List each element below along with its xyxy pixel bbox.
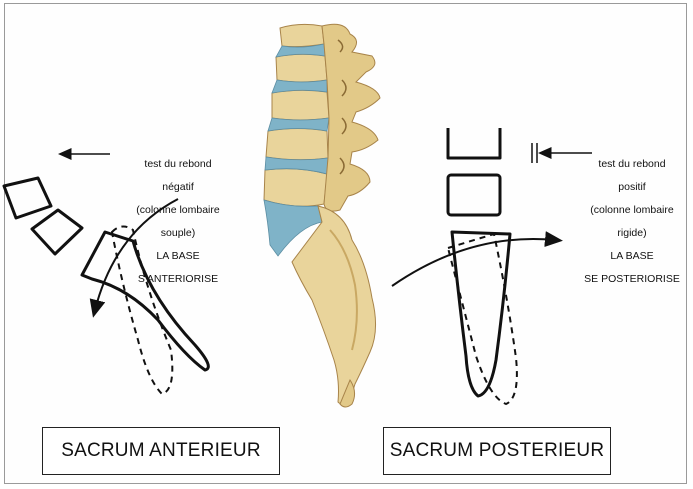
caption-sacrum-posterieur: SACRUM POSTERIEUR [383,427,611,475]
lumbar-vertebra-block-upper [4,178,51,218]
vertebral-body-l1 [280,24,324,46]
vertebra-box-lower [448,175,500,215]
curved-arrow-icon [392,239,555,286]
annotation-line: test du rebond [118,159,238,171]
annotation-line: souple) [118,228,238,240]
annotation-line: rigide) [570,228,693,240]
annotation-line: positif [570,182,693,194]
posterior-processes [322,24,380,211]
vertebral-body-l2 [276,54,327,82]
lumbar-vertebra-block-lower [32,210,82,254]
annotation-line: SE POSTERIORISE [570,274,693,286]
vertebral-body-l4 [266,129,328,160]
vertebral-body-l3 [272,90,329,120]
right-annotation: test du rebond positif (colonne lombaire… [570,147,693,297]
right-schematic [392,128,592,404]
vertebra-box-upper [448,128,500,158]
annotation-line: (colonne lombaire [118,205,238,217]
anatomical-spine [264,24,380,407]
annotation-line: LA BASE [570,251,693,263]
caption-sacrum-anterieur: SACRUM ANTERIEUR [42,427,280,475]
annotation-line: (colonne lombaire [570,205,693,217]
vertebral-body-l5 [264,169,327,207]
annotation-line: négatif [118,182,238,194]
caption-text: SACRUM ANTERIEUR [61,440,261,462]
annotation-line: LA BASE [118,251,238,263]
caption-text: SACRUM POSTERIEUR [390,440,605,462]
left-annotation: test du rebond négatif (colonne lombaire… [118,147,238,297]
annotation-line: test du rebond [570,159,693,171]
annotation-line: S'ANTERIORISE [118,274,238,286]
